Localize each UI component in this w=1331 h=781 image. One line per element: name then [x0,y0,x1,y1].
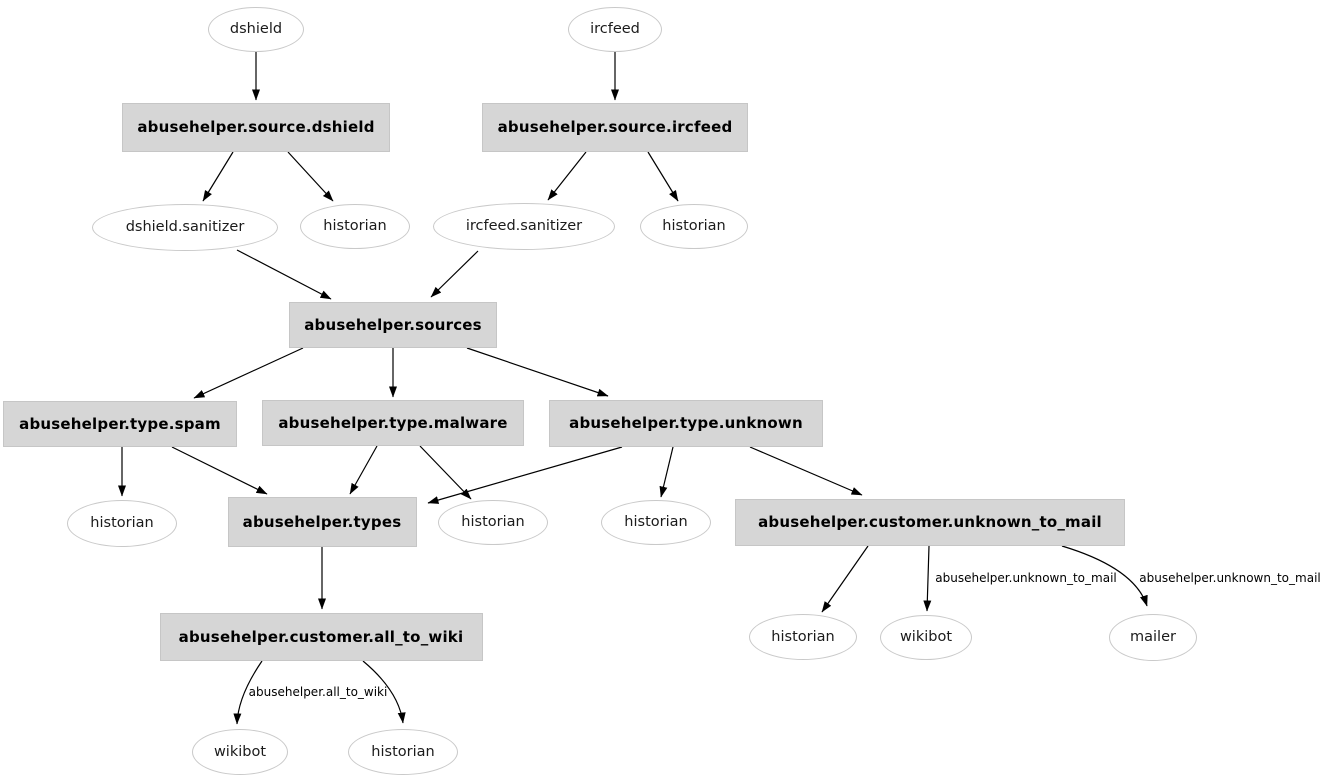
node-wikibot-1: wikibot [880,614,972,660]
node-historian-4: historian [438,499,548,545]
node-source-dshield: abusehelper.source.dshield [122,102,390,152]
edge-type-spam-to-types [171,446,268,495]
node-dshield-sanitizer: dshield.sanitizer [92,203,278,251]
node-historian-2: historian [640,203,748,249]
edge-customer-unknown-to-mail-to-mailer [1061,545,1148,607]
node-types: abusehelper.types [227,497,417,547]
node-type-malware: abusehelper.type.malware [262,400,524,446]
node-historian-1: historian [300,203,410,249]
edge-sources-to-type-unknown [466,347,609,397]
edge-type-unknown-to-types [427,446,623,504]
edge-customer-unknown-to-mail-to-historian-6 [821,545,869,613]
node-historian-3: historian [67,499,177,547]
node-historian-5: historian [601,499,711,545]
node-dshield: dshield [208,6,304,52]
edge-type-unknown-to-customer-unknown-to-mail [749,446,863,496]
node-ircfeed-sanitizer: ircfeed.sanitizer [433,202,615,250]
edge-source-dshield-to-dshield-sanitizer [202,151,234,202]
node-wikibot-2: wikibot [192,729,288,775]
edge-ircfeed-sanitizer-to-sources [430,250,479,298]
edge-customer-all-to-wiki-to-wikibot-2 [233,660,263,725]
edge-source-dshield-to-historian-1 [287,151,334,202]
edge-customer-unknown-to-mail-to-wikibot-1 [923,545,932,612]
edge-type-malware-to-historian-4 [419,445,472,500]
edge-customer-all-to-wiki-to-historian-7 [362,660,406,724]
edge-type-malware-to-types [349,445,378,495]
node-historian-6: historian [749,614,857,660]
node-sources: abusehelper.sources [289,302,497,348]
node-type-spam: abusehelper.type.spam [3,401,237,447]
node-customer-unknown-to-mail: abusehelper.customer.unknown_to_mail [735,498,1125,546]
edge-label-wikibot-1: abusehelper.unknown_to_mail [935,571,1116,585]
edge-type-unknown-to-historian-5 [659,446,674,498]
node-source-ircfeed: abusehelper.source.ircfeed [482,102,748,152]
node-historian-7: historian [348,729,458,775]
node-customer-all-to-wiki: abusehelper.customer.all_to_wiki [159,613,483,661]
node-mailer: mailer [1109,613,1197,661]
edge-label-wikibot-2: abusehelper.all_to_wiki [249,685,388,699]
edge-source-ircfeed-to-ircfeed-sanitizer [547,151,587,201]
edge-source-ircfeed-to-historian-2 [647,151,679,202]
edge-dshield-sanitizer-to-sources [236,249,332,300]
edge-sources-to-type-spam [193,347,304,399]
edge-label-mailer: abusehelper.unknown_to_mail [1139,571,1320,585]
node-type-unknown: abusehelper.type.unknown [549,399,823,447]
node-ircfeed: ircfeed [568,6,662,52]
